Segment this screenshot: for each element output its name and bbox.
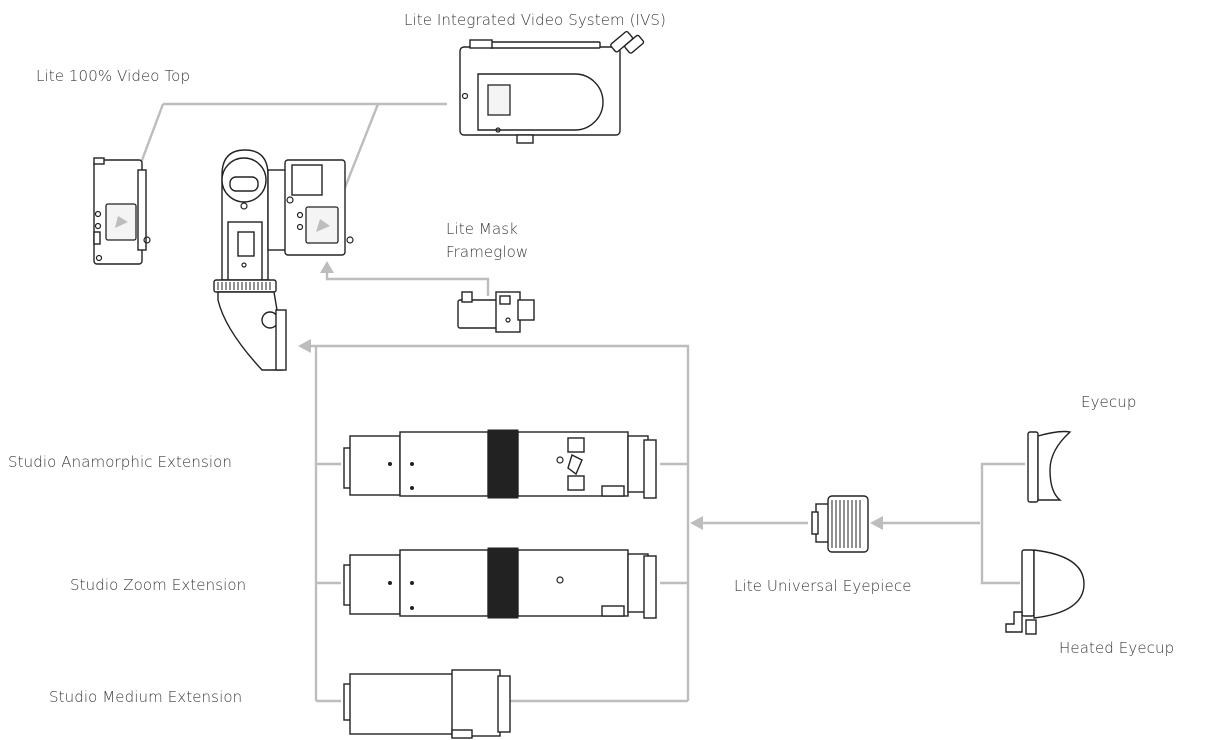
label-mask-frameglow-line2: Frameglow: [446, 243, 529, 261]
label-anamorphic-extension: Studio Anamorphic Extension: [8, 453, 233, 471]
arrow-eyepiece: [690, 516, 703, 530]
label-zoom-extension: Studio Zoom Extension: [70, 576, 247, 594]
label-eyecup: Eyecup: [1081, 393, 1137, 411]
device-universal-eyepiece: [811, 495, 869, 553]
device-ivs: [459, 30, 645, 144]
label-universal-eyepiece: Lite Universal Eyepiece: [734, 577, 912, 595]
label-medium-extension: Studio Medium Extension: [49, 688, 243, 706]
arrow-eyecups: [870, 516, 883, 530]
connector-ext-top: [306, 344, 690, 701]
label-video-top: Lite 100% Video Top: [36, 67, 191, 85]
arrow-ext: [298, 339, 311, 353]
label-heated-eyecup: Heated Eyecup: [1059, 639, 1175, 657]
connector-mask: [325, 268, 490, 296]
device-zoom-extension: [343, 547, 657, 619]
device-medium-extension: [343, 669, 511, 739]
device-eyecup: [1027, 430, 1072, 503]
device-heated-eyecup: [1005, 549, 1085, 635]
arrow-mask: [320, 261, 334, 273]
device-video-top: [93, 157, 151, 265]
label-ivs: Lite Integrated Video System (IVS): [404, 11, 667, 29]
device-anamorphic-extension: [343, 429, 657, 499]
label-mask-frameglow-line1: Lite Mask: [446, 220, 518, 238]
connector-eyecup-branch: [980, 462, 1025, 585]
device-finder-body: [213, 149, 354, 371]
device-mask-frameglow: [457, 291, 535, 333]
